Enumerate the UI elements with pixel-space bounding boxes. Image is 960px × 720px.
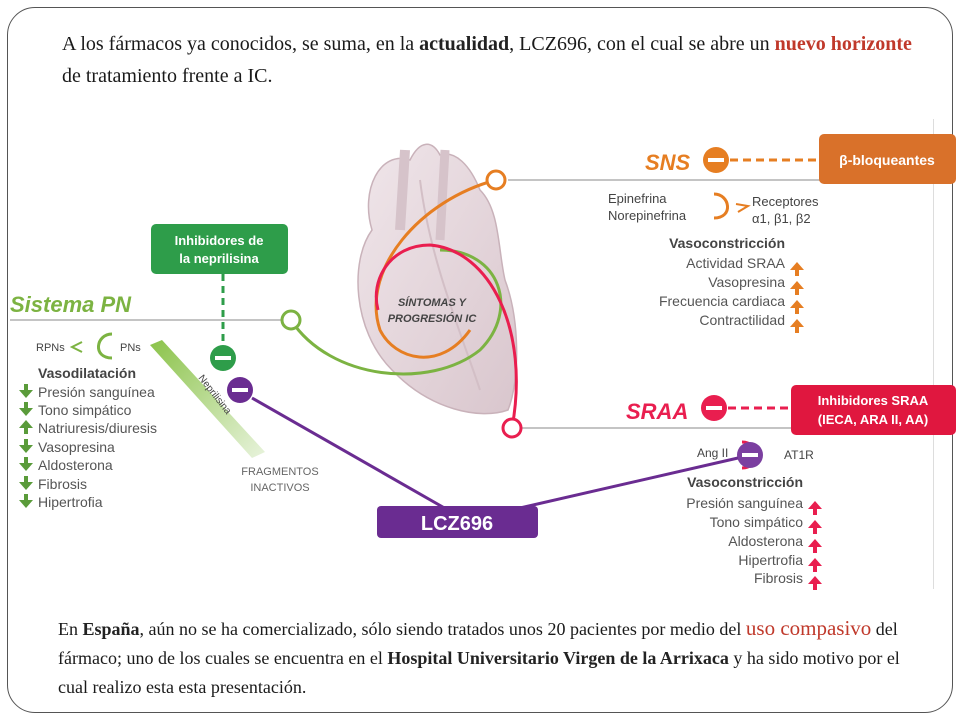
outro-text-1: En — [58, 619, 83, 639]
beta-blockers-box — [819, 134, 956, 184]
pn-vaso-title: Vasodilatación — [38, 365, 136, 381]
sns-epinefrina: Epinefrina — [608, 191, 667, 206]
sns-receptores: Receptores — [752, 194, 819, 209]
down-arrow-icon — [19, 457, 33, 471]
sraa-effect: Hipertrofia — [738, 552, 803, 568]
heart-label-line-2: PROGRESIÓN IC — [388, 312, 478, 325]
pn-rpns: RPNs — [36, 342, 65, 354]
pn-effect: Presión sanguínea — [38, 384, 155, 400]
sns-effect: Contractilidad — [699, 312, 785, 328]
down-arrow-icon — [19, 476, 33, 490]
sraa-curve — [374, 243, 518, 429]
sns-vaso-title: Vasoconstricción — [669, 235, 785, 251]
lcz-sraa-minus-icon — [742, 453, 758, 457]
up-arrow-icon — [808, 539, 822, 553]
sns-arrow-icon — [735, 203, 751, 213]
pn-effect: Hipertrofia — [38, 494, 103, 510]
up-arrow-icon — [790, 281, 804, 295]
neprilysin-inhibitors-label-2: la neprilisina — [179, 251, 259, 266]
up-arrow-icon — [808, 576, 822, 590]
outro-text-3: del fármaco; uno de los cuales se encuen… — [58, 619, 898, 668]
up-arrow-icon — [808, 501, 822, 515]
intro-text-1: A los fármacos ya conocidos, se suma, en… — [62, 33, 420, 55]
sraa-minus-icon — [706, 406, 722, 410]
up-arrow-icon — [790, 262, 804, 276]
sns-effect: Vasopresina — [708, 274, 785, 290]
up-arrow-icon — [808, 558, 822, 572]
sraa-effect: Presión sanguínea — [686, 495, 803, 511]
neprilysin-inhibitors-label-1: Inhibidores de — [175, 233, 264, 248]
sns-effect: Actividad SRAA — [686, 255, 785, 271]
intro-highlight-horizonte: nuevo horizonte — [774, 33, 912, 55]
neprilysin-inhibitors-box — [151, 224, 288, 274]
sns-minus-icon — [708, 158, 724, 162]
outro-text-4: y ha sido motivo por el cual realizo est… — [58, 648, 900, 697]
sns-effect: Frecuencia cardiaca — [659, 293, 785, 309]
sraa-effect: Aldosterona — [728, 533, 803, 549]
intro-text-2: , LCZ696, con el cual se abre un — [509, 33, 775, 55]
intro-paragraph: A los fármacos ya conocidos, se suma, en… — [62, 28, 922, 92]
outro-highlight-uso-compasivo: uso compasivo — [745, 616, 872, 640]
outro-text-2: , aún no se ha comercializado, sólo sien… — [139, 619, 746, 639]
pn-pns: PNs — [120, 342, 141, 354]
pn-effect: Tono simpático — [38, 402, 132, 418]
pn-effect: Natriuresis/diuresis — [38, 420, 157, 436]
lcz-pn-minus-icon — [232, 388, 248, 392]
pn-effect: Aldosterona — [38, 457, 113, 473]
down-arrow-icon — [19, 494, 33, 508]
lcz696-label: LCZ696 — [421, 513, 493, 535]
slide-frame — [7, 7, 953, 713]
sraa-inhibitors-box — [791, 385, 956, 435]
diagram-divider — [933, 119, 934, 589]
fragments-label-1: FRAGMENTOS — [241, 466, 318, 478]
lcz-pn-line — [251, 396, 449, 512]
down-arrow-icon — [19, 402, 33, 416]
heart-illustration — [357, 143, 518, 415]
sraa-inhibitors-label-2: (IECA, ARA II, AA) — [818, 412, 929, 427]
lcz696-box — [377, 506, 538, 538]
pn-effect: Vasopresina — [38, 439, 115, 455]
sraa-title: SRAA — [626, 399, 688, 424]
sns-norepinefrina: Norepinefrina — [608, 208, 687, 223]
neprilysin-band — [150, 340, 265, 458]
fragments-label-2: INACTIVOS — [250, 482, 309, 494]
pn-effect: Fibrosis — [38, 476, 87, 492]
heart-label-line-1: SÍNTOMAS Y — [398, 296, 468, 309]
outro-highlight-espana: España — [82, 619, 140, 639]
sraa-effect: Tono simpático — [710, 514, 804, 530]
pn-receptor-icon — [97, 332, 113, 360]
sns-receptor-icon — [713, 192, 729, 220]
sns-curve — [374, 178, 497, 359]
pn-curve — [289, 248, 503, 376]
intro-text-3: de tratamiento frente a IC. — [62, 65, 273, 87]
sraa-receptor: AT1R — [784, 448, 814, 462]
lcz-sraa-line — [519, 456, 739, 510]
pn-node — [280, 309, 302, 331]
sns-title: SNS — [645, 150, 691, 175]
sns-effects-list: Actividad SRAA Vasopresina Frecuencia ca… — [659, 255, 804, 333]
sns-receptor-types: α1, β1, β2 — [752, 211, 811, 226]
outro-paragraph: En España, aún no se ha comercializado, … — [58, 614, 918, 702]
up-arrow-icon — [808, 520, 822, 534]
up-arrow-icon — [790, 319, 804, 333]
sraa-inhibitors-label-1: Inhibidores SRAA — [818, 393, 929, 408]
down-arrow-icon — [19, 439, 33, 453]
pn-effects-list: Presión sanguínea Tono simpático Natriur… — [19, 384, 157, 510]
outro-highlight-hospital: Hospital Universitario Virgen de la Arri… — [387, 648, 729, 668]
pn-arrow-icon — [69, 341, 83, 353]
down-arrow-icon — [19, 384, 33, 398]
sraa-ang: Ang II — [697, 446, 728, 460]
sraa-effect: Fibrosis — [754, 570, 803, 586]
up-arrow-icon — [19, 420, 33, 434]
sraa-vaso-title: Vasoconstricción — [687, 474, 803, 490]
sraa-node — [501, 417, 523, 439]
up-arrow-icon — [790, 300, 804, 314]
pn-minus-icon — [215, 356, 231, 360]
intro-highlight-actualidad: actualidad — [419, 33, 510, 55]
sns-node — [485, 169, 507, 191]
sraa-effects-list: Presión sanguínea Tono simpático Aldoste… — [686, 495, 822, 590]
beta-blockers-label: β-bloqueantes — [839, 152, 935, 168]
pn-title: Sistema PN — [10, 292, 132, 317]
